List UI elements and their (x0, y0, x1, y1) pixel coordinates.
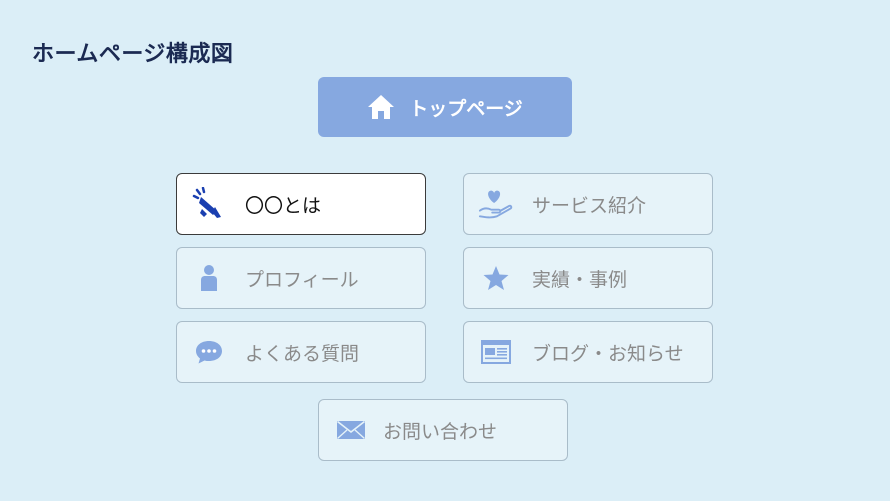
page-node-faq[interactable]: よくある質問 (176, 321, 426, 383)
page-title: ホームページ構成図 (32, 42, 234, 67)
star-icon (478, 260, 514, 296)
page-node-contact[interactable]: お問い合わせ (318, 399, 568, 461)
page-node-blog[interactable]: ブログ・お知らせ (463, 321, 713, 383)
page-node-about[interactable]: 〇〇とは (176, 173, 426, 235)
browser-window-icon (478, 334, 514, 370)
top-page-node[interactable]: トップページ (318, 77, 572, 137)
megaphone-icon (191, 186, 227, 222)
page-node-achievements[interactable]: 実績・事例 (463, 247, 713, 309)
page-node-label: 〇〇とは (245, 194, 322, 217)
top-page-label: トップページ (409, 97, 523, 120)
page-node-services[interactable]: サービス紹介 (463, 173, 713, 235)
page-node-label: お問い合わせ (383, 420, 498, 443)
heart-hand-icon (478, 186, 514, 222)
page-node-label: サービス紹介 (532, 194, 647, 217)
page-node-label: よくある質問 (245, 342, 360, 365)
home-icon (367, 94, 395, 120)
page-node-label: 実績・事例 (532, 268, 628, 291)
page-node-label: プロフィール (245, 268, 359, 291)
page-node-profile[interactable]: プロフィール (176, 247, 426, 309)
page-node-label: ブログ・お知らせ (532, 342, 684, 365)
mail-icon (333, 412, 369, 448)
person-icon (191, 260, 227, 296)
chat-bubble-icon (191, 334, 227, 370)
